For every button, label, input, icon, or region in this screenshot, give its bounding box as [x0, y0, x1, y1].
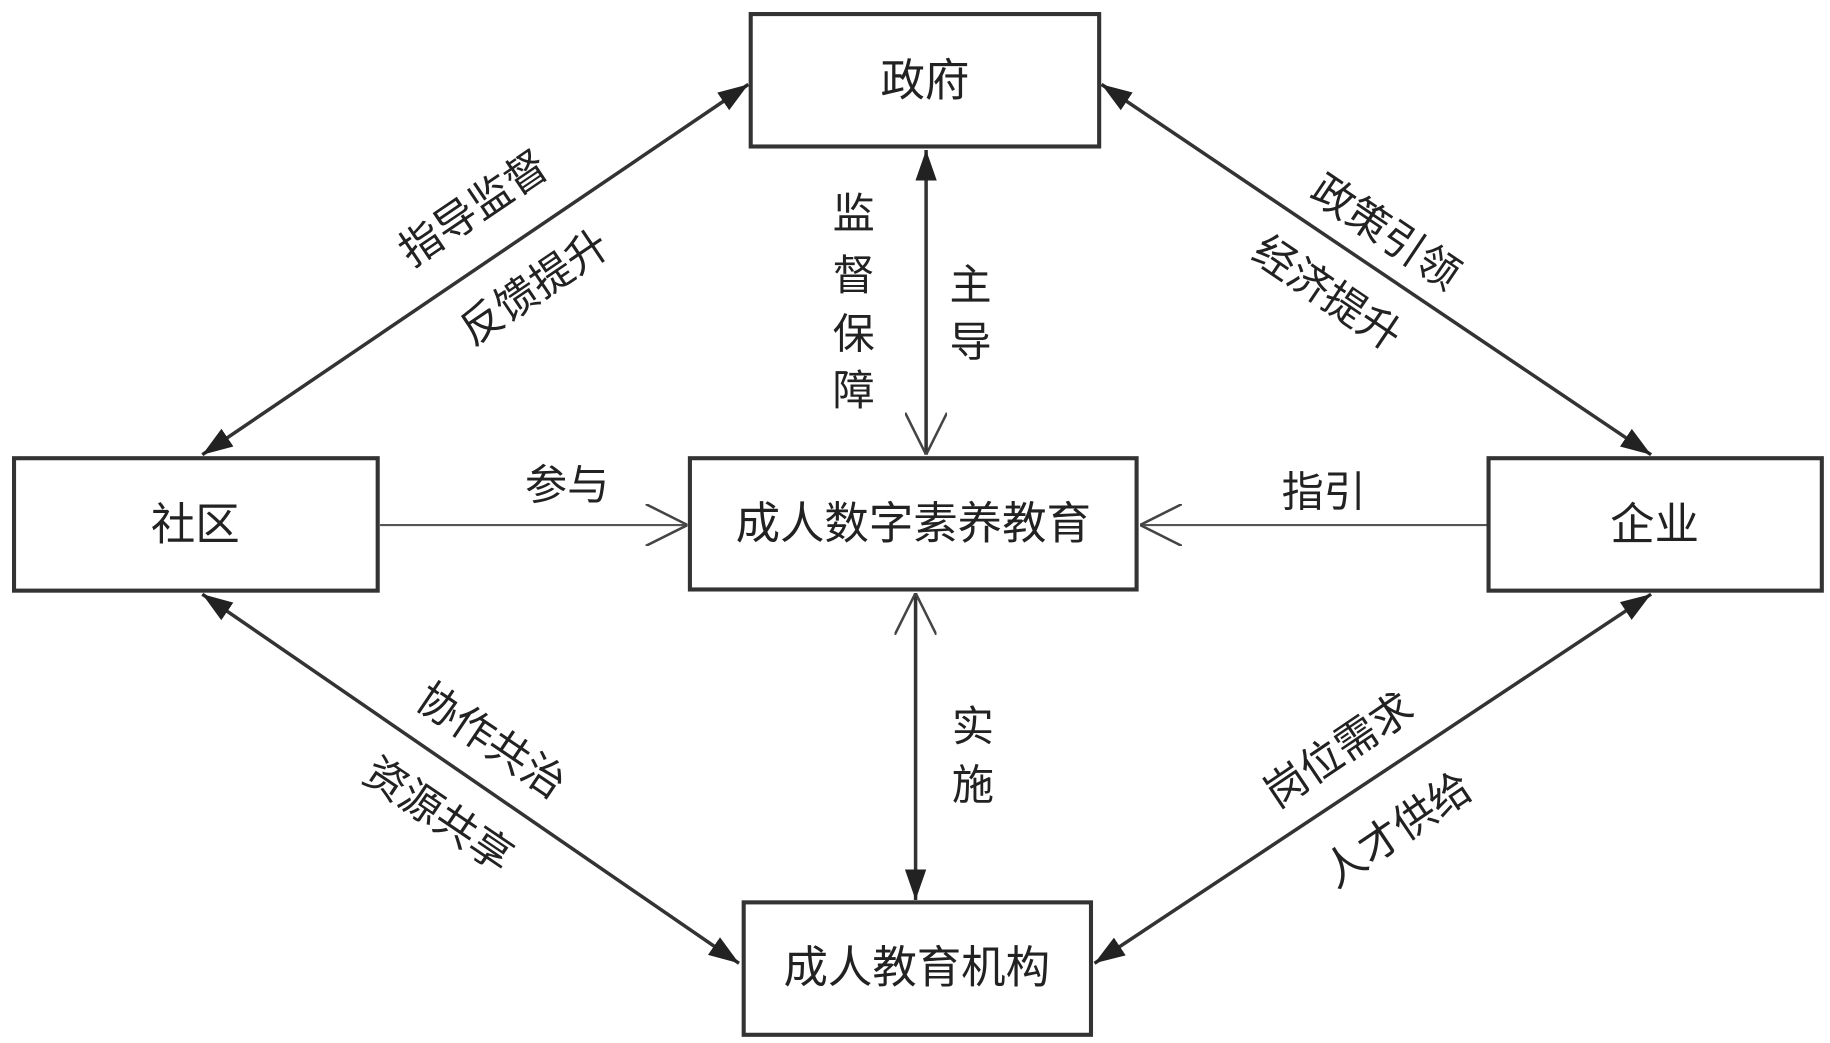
label-implement: 实 施	[952, 702, 994, 810]
label-participate: 参与	[525, 461, 609, 510]
label-char: 障	[833, 366, 875, 415]
edge-government-enterprise	[1100, 82, 1653, 457]
edge-community-government	[201, 82, 750, 457]
label-talent-supply: 人才供给	[1314, 762, 1481, 897]
node-community: 社区	[11, 456, 380, 593]
node-government-label: 政府	[881, 55, 970, 106]
label-feedback-improve: 反馈提升	[451, 220, 618, 355]
label-job-demand: 岗位需求	[1255, 683, 1422, 818]
label-char: 主	[950, 260, 992, 309]
node-center: 成人数字素养教育	[687, 456, 1139, 592]
edge-community-institution	[201, 592, 741, 965]
label-char: 保	[833, 309, 875, 358]
label-char: 督	[833, 251, 875, 300]
node-institution-label: 成人教育机构	[783, 942, 1050, 993]
edge-enterprise-institution	[1093, 592, 1653, 965]
label-supervise-guarantee: 监 督 保 障	[833, 189, 875, 415]
node-government: 政府	[748, 12, 1102, 149]
label-char: 施	[952, 761, 994, 810]
node-enterprise-label: 企业	[1610, 499, 1699, 550]
label-char: 监	[833, 189, 875, 238]
label-lead: 主 导	[950, 260, 992, 366]
node-community-label: 社区	[151, 499, 240, 550]
label-char: 导	[950, 318, 992, 367]
node-center-label: 成人数字素养教育	[736, 498, 1091, 549]
node-enterprise: 企业	[1486, 456, 1824, 593]
node-institution: 成人教育机构	[741, 900, 1094, 1037]
label-char: 实	[952, 702, 994, 751]
label-guide-supervise: 指导监督	[390, 141, 557, 276]
label-direct: 指引	[1282, 468, 1366, 517]
